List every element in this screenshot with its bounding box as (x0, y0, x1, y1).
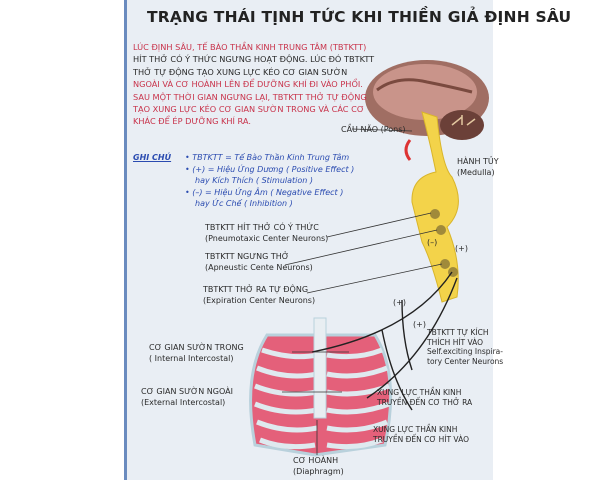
brain-illustration (365, 60, 489, 140)
note-item: • (–) = Hiệu Ứng Âm ( Negative Effect ) (185, 187, 344, 197)
intro-line: HÍT THỞ CÓ Ý THỨC NGƯNG HOẠT ĐỘNG. LÚC Đ… (133, 54, 375, 65)
note-item: hay Kích Thích ( Stimulation ) (195, 176, 313, 185)
apneustic-label: TBTKTT NGƯNG THỞ (Apneustic Cente Neuron… (205, 252, 313, 273)
intro-line: KHÁC ĐỂ ÉP DƯỠNG KHÍ RA. (133, 116, 251, 127)
expiratory-impulse-label: XUNG LỰC THẦN KINH TRUYỀN ĐẾN CƠ THỞ RA (377, 388, 472, 408)
intro-paragraph: LÚC ĐỊNH SÂU, TẾ BÀO THẦN KINH TRUNG TÂM… (133, 41, 374, 128)
in-line: XUNG LỰC THẦN KINH (373, 425, 458, 434)
inspiratory-impulse-label: XUNG LỰC THẦN KINH TRUYỀN ĐẾN CƠ HÍT VÀO (373, 425, 469, 445)
in-line: TRUYỀN ĐẾN CƠ HÍT VÀO (373, 435, 469, 444)
brainstem-illustration (411, 111, 459, 303)
external-vi: CƠ GIAN SƯỜN NGOÀI (141, 387, 233, 396)
internal-en: ( Internal Intercostal) (149, 353, 234, 363)
selfexc-line: TBTKTT TỰ KÍCH (427, 328, 489, 337)
selfexc-line: tory Center Neurons (427, 356, 504, 366)
apneustic-vi: TBTKTT NGƯNG THỞ (205, 252, 290, 261)
medulla-label: HÀNH TỦY (Medulla) (457, 157, 499, 178)
notes-heading: GHI CHÚ (133, 153, 172, 162)
notes-legend: GHI CHÚ • TBTKTT = Tế Bào Thần Kinh Trun… (133, 152, 354, 210)
expiration-en: (Expiration Center Neurons) (203, 295, 316, 305)
internal-intercostal-label: CƠ GIAN SƯỜN TRONG ( Internal Intercosta… (149, 343, 244, 364)
diaphragm-label: CƠ HOÀNH (Diaphragm) (293, 456, 344, 477)
poster: TRẠNG THÁI TỊNH TỨC KHI THIỀN GIẢ ĐỊNH S… (124, 0, 571, 480)
note-item: hay Ức Chế ( Inhibition ) (195, 199, 293, 208)
intro-line: THỞ TỰ ĐỘNG TẠO XUNG LỰC KÉO CƠ GIAN SƯỜ… (133, 66, 348, 77)
external-intercostal-label: CƠ GIAN SƯỜN NGOÀI (External Intercostal… (141, 387, 233, 408)
plus-sign: (+) (455, 244, 468, 253)
out-line: XUNG LỰC THẦN KINH (377, 388, 462, 397)
plus-sign: (+) (413, 320, 426, 329)
external-en: (External Intercostal) (141, 397, 226, 407)
note-item: • TBTKTT = Tế Bào Thần Kinh Trung Tâm (185, 153, 350, 162)
anatomy-illustration (249, 60, 489, 457)
self-exciting-label: TBTKTT TỰ KÍCH THÍCH HÍT VÀO Self.exciti… (427, 328, 503, 366)
minus-sign: (–) (427, 238, 438, 247)
expiration-vi: TBTKTT THỞ RA TỰ ĐỘNG (203, 285, 309, 294)
medulla-vi: HÀNH TỦY (457, 157, 499, 166)
intro-line: NGOÀI VÀ CƠ HOÀNH LÊN ĐỂ DƯỠNG KHÍ ĐI VÀ… (133, 79, 363, 90)
apneustic-en: (Apneustic Cente Neurons) (205, 262, 313, 272)
intro-line: TẠO XUNG LỰC KÉO CƠ GIAN SƯỜN TRONG VÀ C… (133, 104, 365, 115)
intro-line: LÚC ĐỊNH SÂU, TẾ BÀO THẦN KINH TRUNG TÂM… (133, 42, 367, 52)
diaphragm-vi: CƠ HOÀNH (293, 456, 339, 465)
expiration-label: TBTKTT THỞ RA TỰ ĐỘNG (Expiration Center… (203, 285, 315, 306)
internal-vi: CƠ GIAN SƯỜN TRONG (149, 343, 244, 352)
selfexc-line: Self.exciting Inspira- (427, 347, 503, 356)
note-item: • (+) = Hiệu Ứng Dương ( Positive Effect… (185, 164, 355, 174)
pneumotaxic-label: TBTKTT HÍT THỞ CÓ Ý THỨC (Pneumotaxic Ce… (205, 223, 328, 244)
pons-label: CẦU NÃO (Pons) (341, 125, 406, 134)
out-line: TRUYỀN ĐẾN CƠ THỞ RA (377, 398, 473, 407)
ribcage-illustration (249, 317, 393, 457)
pneumotaxic-vi: TBTKTT HÍT THỞ CÓ Ý THỨC (205, 223, 319, 232)
pneumotaxic-en: (Pneumotaxic Center Neurons) (205, 233, 329, 243)
selfexc-line: THÍCH HÍT VÀO (427, 337, 484, 347)
medulla-en: (Medulla) (457, 167, 495, 177)
intro-line: SAU MỘT THỜI GIAN NGƯNG LẠI, TBTKTT THỞ … (133, 91, 367, 102)
plus-sign: (+) (393, 298, 406, 307)
poster-title: TRẠNG THÁI TỊNH TỨC KHI THIỀN GIẢ ĐỊNH S… (147, 8, 572, 26)
diaphragm-en: (Diaphragm) (293, 466, 344, 476)
